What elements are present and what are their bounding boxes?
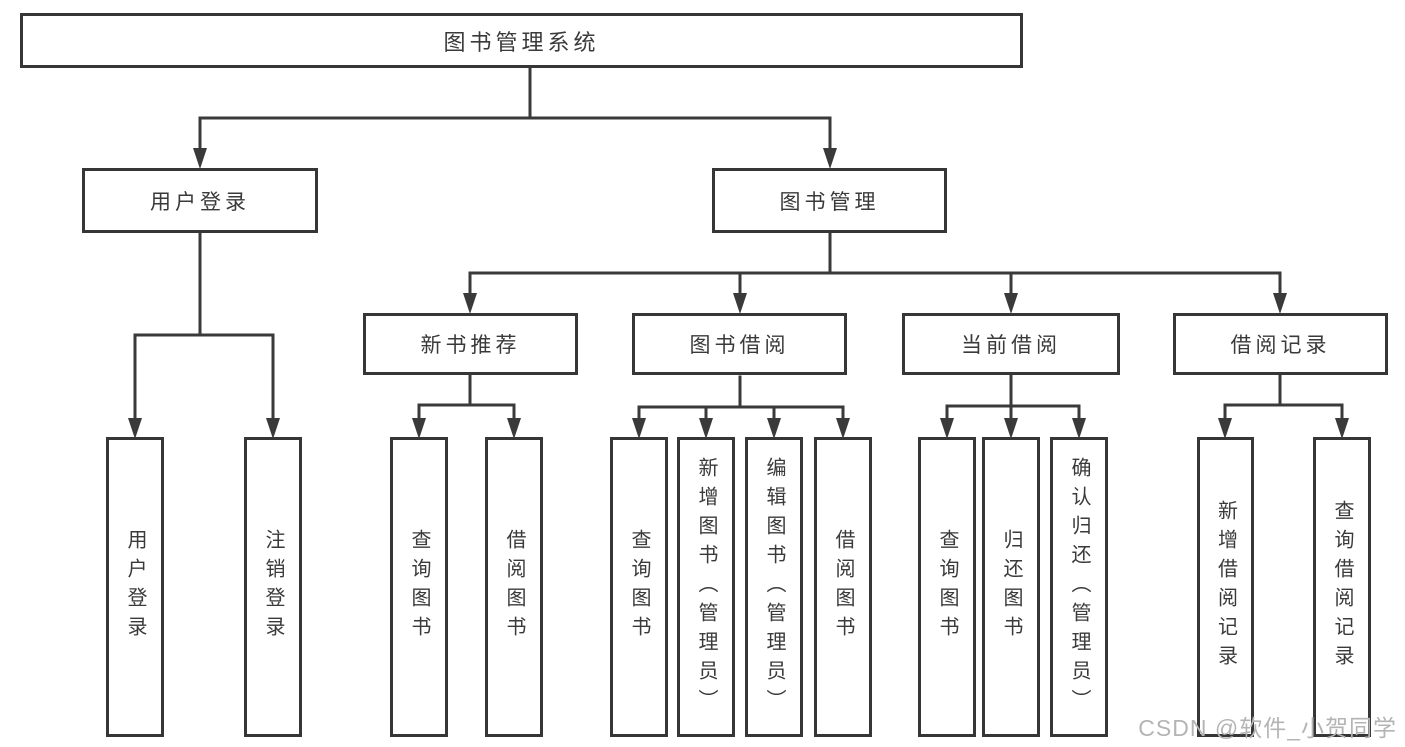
leaf-borrow-books-recommend: 借阅图书	[485, 437, 543, 737]
leaf-query-books-current: 查询图书	[918, 437, 976, 737]
edges-new-book-recommendation	[417, 373, 516, 423]
leaf-logout: 注销登录	[244, 437, 302, 737]
leaf-add-borrow-record: 新增借阅记录	[1197, 437, 1254, 737]
node-book-management: 图书管理	[712, 168, 947, 233]
node-borrowing-records: 借阅记录	[1173, 313, 1388, 375]
leaf-edit-books-admin: 编辑图书（管理员）	[745, 437, 803, 737]
leaf-query-borrow-record: 查询借阅记录	[1313, 437, 1371, 737]
leaf-add-books-admin: 新增图书（管理员）	[677, 437, 735, 737]
node-new-book-recommendation: 新书推荐	[363, 313, 578, 375]
leaf-query-books-recommend: 查询图书	[390, 437, 448, 737]
node-current-borrowing: 当前借阅	[902, 313, 1120, 375]
edges-borrowing-records	[1223, 373, 1344, 423]
edges-book-management	[468, 231, 1282, 297]
edges-current-borrowing	[945, 373, 1081, 423]
leaf-return-books: 归还图书	[982, 437, 1040, 737]
arrowheads	[128, 148, 1349, 439]
node-library-management-system: 图书管理系统	[20, 13, 1023, 68]
watermark: CSDN @软件_小贺同学	[1138, 715, 1397, 741]
node-user-login: 用户登录	[82, 168, 318, 233]
leaf-confirm-return-admin: 确认归还（管理员）	[1050, 437, 1108, 737]
edges-user-login	[133, 231, 275, 423]
edges-book-borrowing	[637, 375, 845, 423]
edges-root	[198, 66, 832, 152]
leaf-user-login: 用户登录	[106, 437, 164, 737]
leaf-borrow-books: 借阅图书	[814, 437, 872, 737]
node-book-borrowing: 图书借阅	[632, 313, 847, 375]
leaf-query-books-borrowing: 查询图书	[610, 437, 668, 737]
